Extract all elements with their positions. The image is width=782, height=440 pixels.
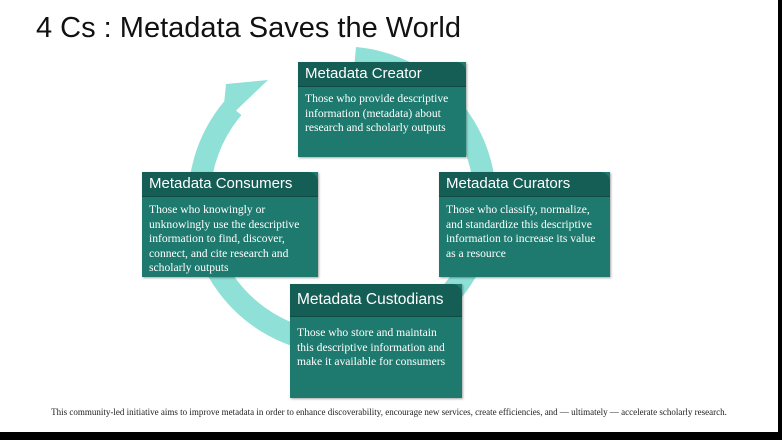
creator-line: information (metadata) about [305, 106, 441, 120]
consumers-title: Metadata Consumers [142, 172, 318, 197]
consumers-line: Those who knowingly or [149, 203, 266, 216]
custodians-line: Those who store and maintain [297, 326, 437, 339]
custodians-description: Those who store and maintain this descri… [297, 326, 456, 370]
slide-title: 4 Cs : Metadata Saves the World [36, 12, 462, 44]
curators-line: information to increase its value [446, 232, 596, 245]
consumers-line: information to find, discover, [149, 232, 285, 245]
curators-title: Metadata Curators [439, 172, 610, 197]
custodians-title: Metadata Custodians [290, 284, 462, 317]
custodians-line: make it available for consumers [297, 355, 446, 368]
curators-line: Those who classify, normalize, [446, 203, 590, 216]
creator-line: Those who provide descriptive [305, 92, 449, 105]
creator-box: Metadata Creator Those who provide descr… [298, 62, 466, 157]
custodians-line: this descriptive information and [297, 340, 445, 354]
consumers-line: unknowingly use the descriptive [149, 217, 300, 231]
curators-line: as a resource [446, 246, 506, 260]
cycle-arrowhead [222, 80, 268, 124]
consumers-description: Those who knowingly or unknowingly use t… [149, 203, 312, 276]
custodians-box: Metadata Custodians Those who store and … [290, 284, 462, 398]
slide-footer: This community-led initiative aims to im… [51, 407, 727, 417]
creator-title: Metadata Creator [298, 62, 466, 87]
creator-description: Those who provide descriptive informatio… [305, 92, 460, 136]
slide: 4 Cs : Metadata Saves the World Metadata… [0, 0, 778, 432]
curators-line: and standardize this descriptive [446, 217, 592, 231]
consumers-box: Metadata Consumers Those who knowingly o… [142, 172, 318, 277]
curators-box: Metadata Curators Those who classify, no… [439, 172, 610, 277]
creator-line: research and scholarly outputs [305, 121, 446, 134]
consumers-line: scholarly outputs [149, 261, 229, 274]
consumers-line: connect, and cite research and [149, 246, 289, 260]
curators-description: Those who classify, normalize, and stand… [446, 203, 604, 261]
